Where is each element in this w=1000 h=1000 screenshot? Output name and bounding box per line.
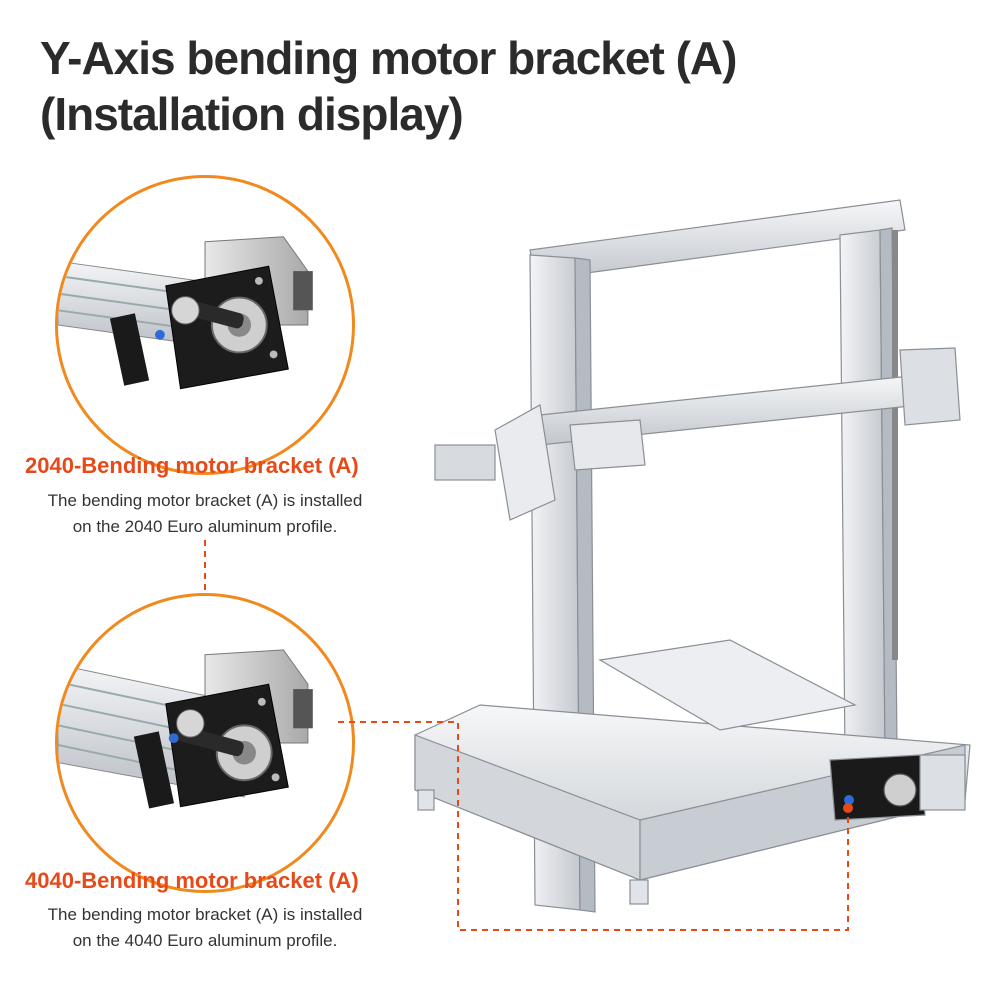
bracket-detail-illustration — [58, 649, 313, 809]
page-title: Y-Axis bending motor bracket (A) (Instal… — [40, 30, 737, 142]
detail-circle-4040 — [55, 593, 355, 893]
heading-2040: 2040-Bending motor bracket (A) — [25, 453, 359, 478]
description-2040-line-2: on the 2040 Euro aluminum profile. — [72, 517, 338, 536]
printer-frame-illustration — [414, 199, 971, 913]
description-2040: The bending motor bracket (A) is install… — [15, 488, 395, 540]
title-line-1: Y-Axis bending motor bracket (A) — [40, 32, 737, 84]
description-4040-line-2: on the 4040 Euro aluminum profile. — [72, 931, 338, 950]
detail-circle-2040 — [55, 175, 355, 475]
heading-4040: 4040-Bending motor bracket (A) — [25, 868, 359, 893]
description-4040: The bending motor bracket (A) is install… — [15, 902, 395, 954]
title-line-2: (Installation display) — [40, 88, 464, 140]
bracket-detail-illustration — [58, 236, 313, 390]
description-4040-line-1: The bending motor bracket (A) is install… — [47, 905, 363, 924]
description-2040-line-1: The bending motor bracket (A) is install… — [47, 491, 363, 510]
